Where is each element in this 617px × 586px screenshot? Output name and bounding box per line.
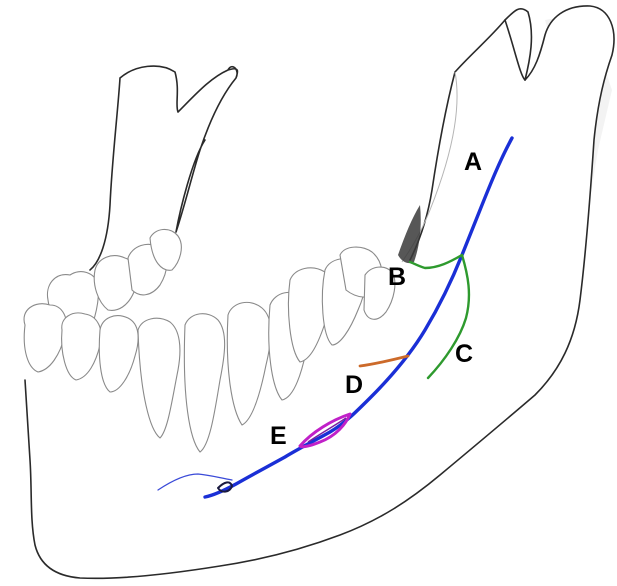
label-e: E xyxy=(270,422,287,450)
label-b: B xyxy=(388,263,406,291)
label-d: D xyxy=(345,371,363,399)
label-a: A xyxy=(464,148,482,176)
label-c: C xyxy=(455,340,473,368)
